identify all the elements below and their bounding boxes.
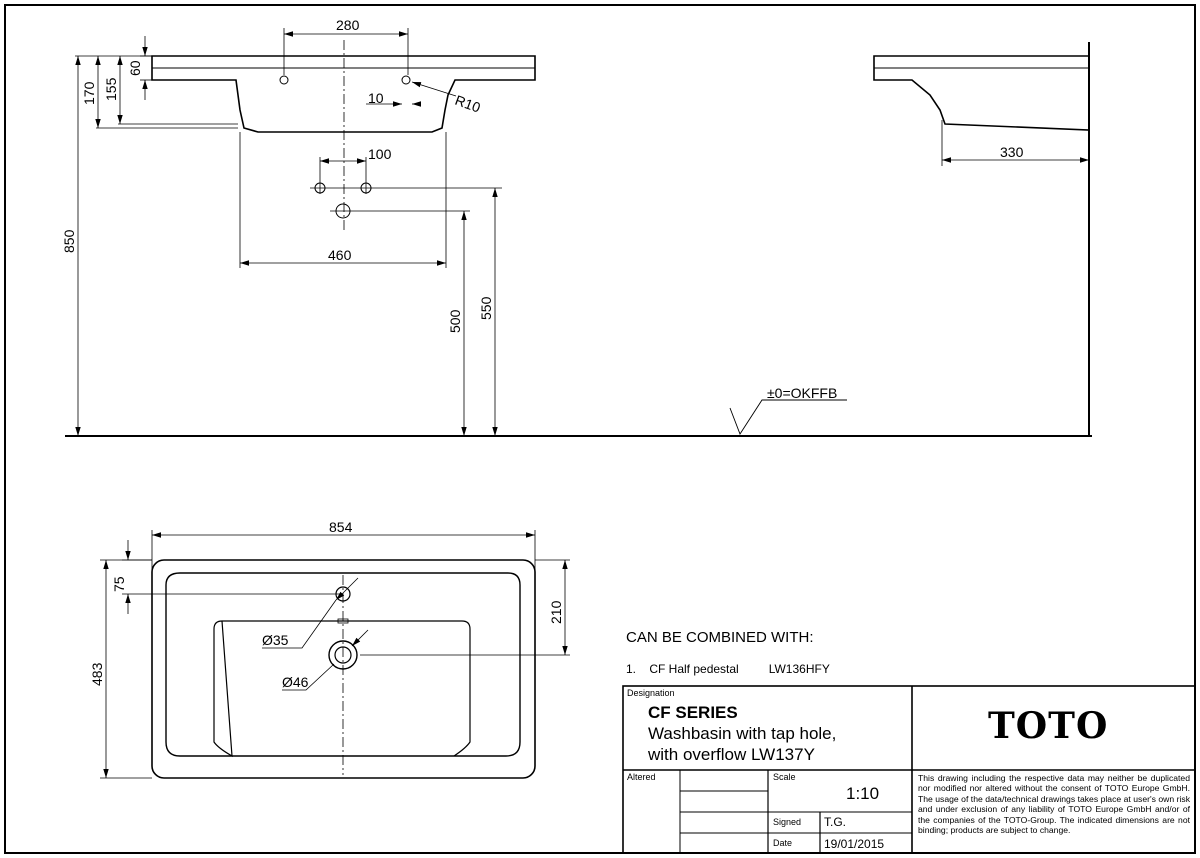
combination-item-code: LW136HFY [768,662,830,676]
dim-dia46: Ø46 [282,674,309,690]
dim-r10: R10 [453,92,483,116]
date-label: Date [773,838,793,848]
altered-label: Altered [627,772,656,782]
combination-item-num: 1. [626,662,637,676]
toto-logo: TOTO [988,705,1109,747]
dim-170: 170 [81,81,97,105]
basin-top-outline [151,559,536,779]
title-block [622,685,1196,854]
product-line1: Washbasin with tap hole, [648,724,837,743]
scale-value: 1:10 [846,784,880,803]
dim-100: 100 [368,146,392,162]
floor-ref-label: ±0=OKFFB [767,385,837,401]
signed-label: Signed [773,817,802,827]
dim-550: 550 [478,296,494,320]
basin-front-outline [151,55,536,133]
front-view: 280 10 R10 60 170 155 850 100 [61,17,1092,437]
dim-155: 155 [103,77,119,101]
dim-280: 280 [336,17,360,33]
dim-460: 460 [328,247,352,263]
dim-500: 500 [447,309,463,333]
dim-210: 210 [548,600,564,624]
dim-dia35: Ø35 [262,632,289,648]
bowl-outline [165,572,521,757]
date-value: 19/01/2015 [824,837,885,851]
signed-value: T.G. [824,815,847,829]
floor-ref-symbol [729,399,847,435]
combination-item-name: CF Half pedestal [649,662,739,676]
series-title: CF SERIES [648,703,738,722]
side-view: 330 [873,55,1090,166]
designation-label: Designation [627,688,675,698]
dim-60: 60 [127,60,143,76]
disclaimer-text: This drawing including the respective da… [918,773,1190,836]
top-view: 854 75 483 210 Ø35 Ø46 [89,519,570,779]
scale-label: Scale [773,772,796,782]
combination-item: 1. CF Half pedestal LW136HFY [626,662,830,676]
dim-10: 10 [368,90,384,106]
dim-854: 854 [329,519,353,535]
inner-bowl [213,620,471,758]
dim-330: 330 [1000,144,1024,160]
basin-side-outline [873,55,1090,131]
dim-75: 75 [111,576,127,592]
drawing-frame [4,4,1196,854]
combination-heading: CAN BE COMBINED WITH: [626,629,814,646]
dim-483: 483 [89,662,105,686]
dim-850: 850 [61,229,77,253]
product-line2: with overflow LW137Y [648,745,815,764]
